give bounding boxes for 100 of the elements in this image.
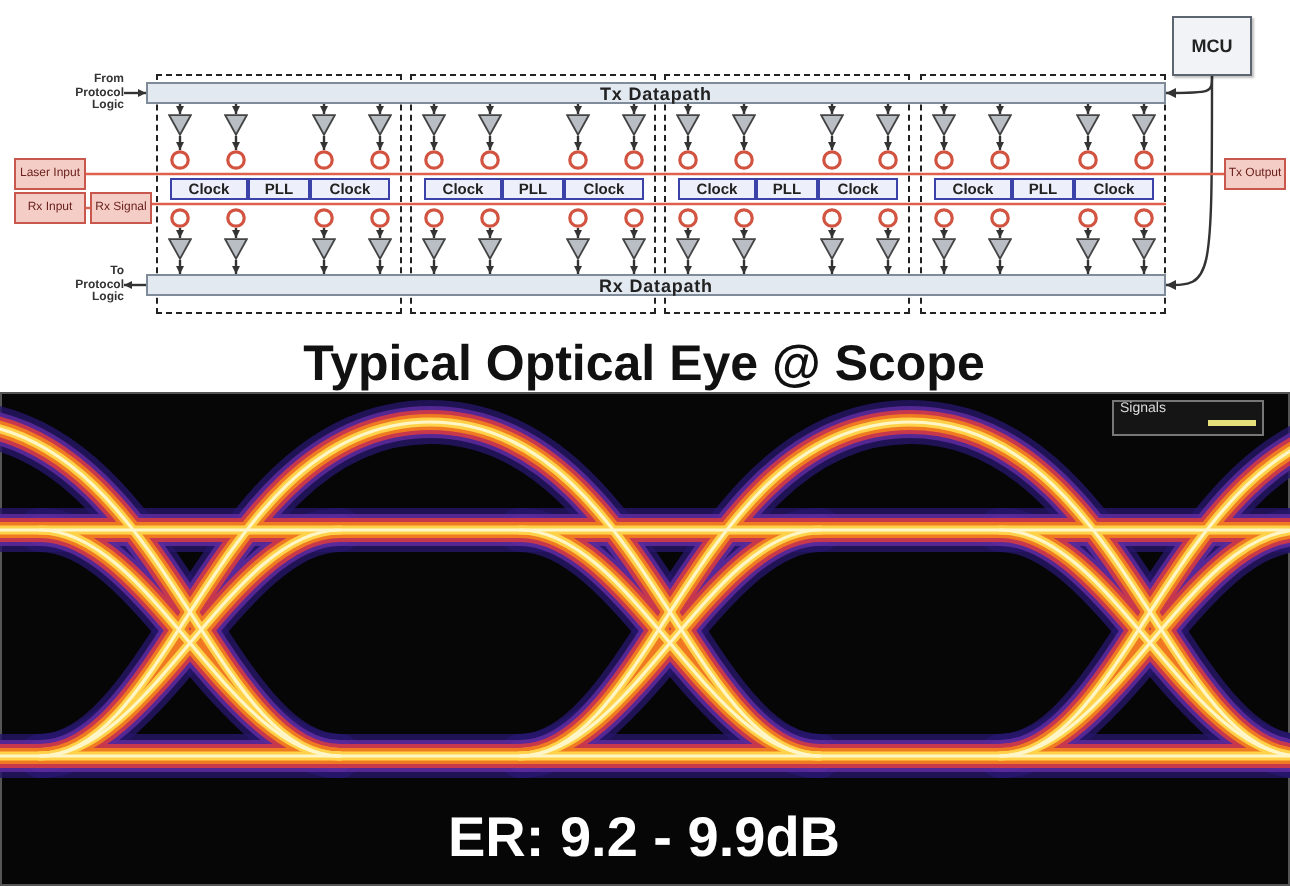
arrow [1084, 136, 1092, 150]
arrow [684, 260, 692, 274]
buffer-symbol [732, 114, 756, 136]
ring-symbol [990, 208, 1010, 228]
buffer-symbol [422, 114, 446, 136]
ring-symbol [314, 150, 334, 170]
buffer-symbol [368, 114, 392, 136]
arrow [740, 228, 748, 238]
ring-symbol [370, 150, 390, 170]
buffer-symbol [820, 114, 844, 136]
ring-symbol [1134, 150, 1154, 170]
ring-symbol [314, 208, 334, 228]
arrow [320, 136, 328, 150]
arrow [630, 136, 638, 150]
buffer-symbol [1076, 114, 1100, 136]
buffer-symbol [1132, 114, 1156, 136]
ring-symbol [1078, 150, 1098, 170]
buffer-symbol [676, 238, 700, 260]
arrow [630, 104, 638, 114]
buffer-symbol [876, 238, 900, 260]
buffer-symbol [876, 114, 900, 136]
buffer-symbol [566, 238, 590, 260]
arrow [996, 260, 1004, 274]
buffer-symbol [312, 114, 336, 136]
ring-symbol [822, 150, 842, 170]
arrow [430, 104, 438, 114]
ring-symbol [226, 208, 246, 228]
arrow [684, 228, 692, 238]
arrow [940, 136, 948, 150]
buffer-symbol [478, 238, 502, 260]
arrow [828, 228, 836, 238]
ring-symbol [568, 150, 588, 170]
arrow [574, 136, 582, 150]
ring-symbol [624, 150, 644, 170]
arrow [828, 136, 836, 150]
ring-symbol [734, 208, 754, 228]
arrow [1140, 260, 1148, 274]
arrow [124, 281, 146, 289]
arrow [996, 136, 1004, 150]
arrow [740, 104, 748, 114]
buffer-symbol [224, 114, 248, 136]
arrow [574, 228, 582, 238]
buffer-symbol [988, 238, 1012, 260]
arrow [176, 104, 184, 114]
buffer-symbol [224, 238, 248, 260]
arrow [486, 136, 494, 150]
arrow [124, 89, 146, 97]
buffer-symbol [566, 114, 590, 136]
arrow [1084, 228, 1092, 238]
buffer-symbol [1132, 238, 1156, 260]
buffer-symbol [368, 238, 392, 260]
arrow [430, 260, 438, 274]
measurement-caption: ER: 9.2 - 9.9dB [447, 808, 841, 870]
arrow [376, 104, 384, 114]
arrow [684, 104, 692, 114]
arrow [376, 136, 384, 150]
arrow [1084, 260, 1092, 274]
arrow [684, 136, 692, 150]
arrow [884, 260, 892, 274]
ring-symbol [568, 208, 588, 228]
arrow [884, 104, 892, 114]
ring-symbol [1134, 208, 1154, 228]
buffer-symbol [622, 114, 646, 136]
arrow [486, 228, 494, 238]
connector-line [86, 172, 1224, 176]
ring-symbol [424, 208, 444, 228]
arrow [176, 228, 184, 238]
datapath-bar: Tx Datapath [146, 82, 1166, 104]
connector-line [152, 202, 1166, 206]
buffer-symbol [820, 238, 844, 260]
arrow [176, 136, 184, 150]
arrow [996, 228, 1004, 238]
arrow [940, 260, 948, 274]
arrow [630, 228, 638, 238]
buffer-symbol [732, 238, 756, 260]
arrow [320, 260, 328, 274]
ring-symbol [934, 150, 954, 170]
arrow [232, 228, 240, 238]
arrow [828, 104, 836, 114]
buffer-symbol [168, 238, 192, 260]
arrow [1140, 228, 1148, 238]
buffer-symbol [988, 114, 1012, 136]
ring-symbol [480, 208, 500, 228]
buffer-symbol [932, 238, 956, 260]
arrow [1166, 76, 1214, 290]
ring-symbol [1078, 208, 1098, 228]
buffer-symbol [622, 238, 646, 260]
buffer-symbol [422, 238, 446, 260]
arrow [486, 260, 494, 274]
ring-symbol [480, 150, 500, 170]
buffer-symbol [168, 114, 192, 136]
connector-line [86, 206, 90, 210]
arrow [828, 260, 836, 274]
buffer-symbol [932, 114, 956, 136]
arrow [430, 136, 438, 150]
ring-symbol [170, 150, 190, 170]
buffer-symbol [312, 238, 336, 260]
arrow [232, 136, 240, 150]
arrow [940, 104, 948, 114]
ring-symbol [226, 150, 246, 170]
